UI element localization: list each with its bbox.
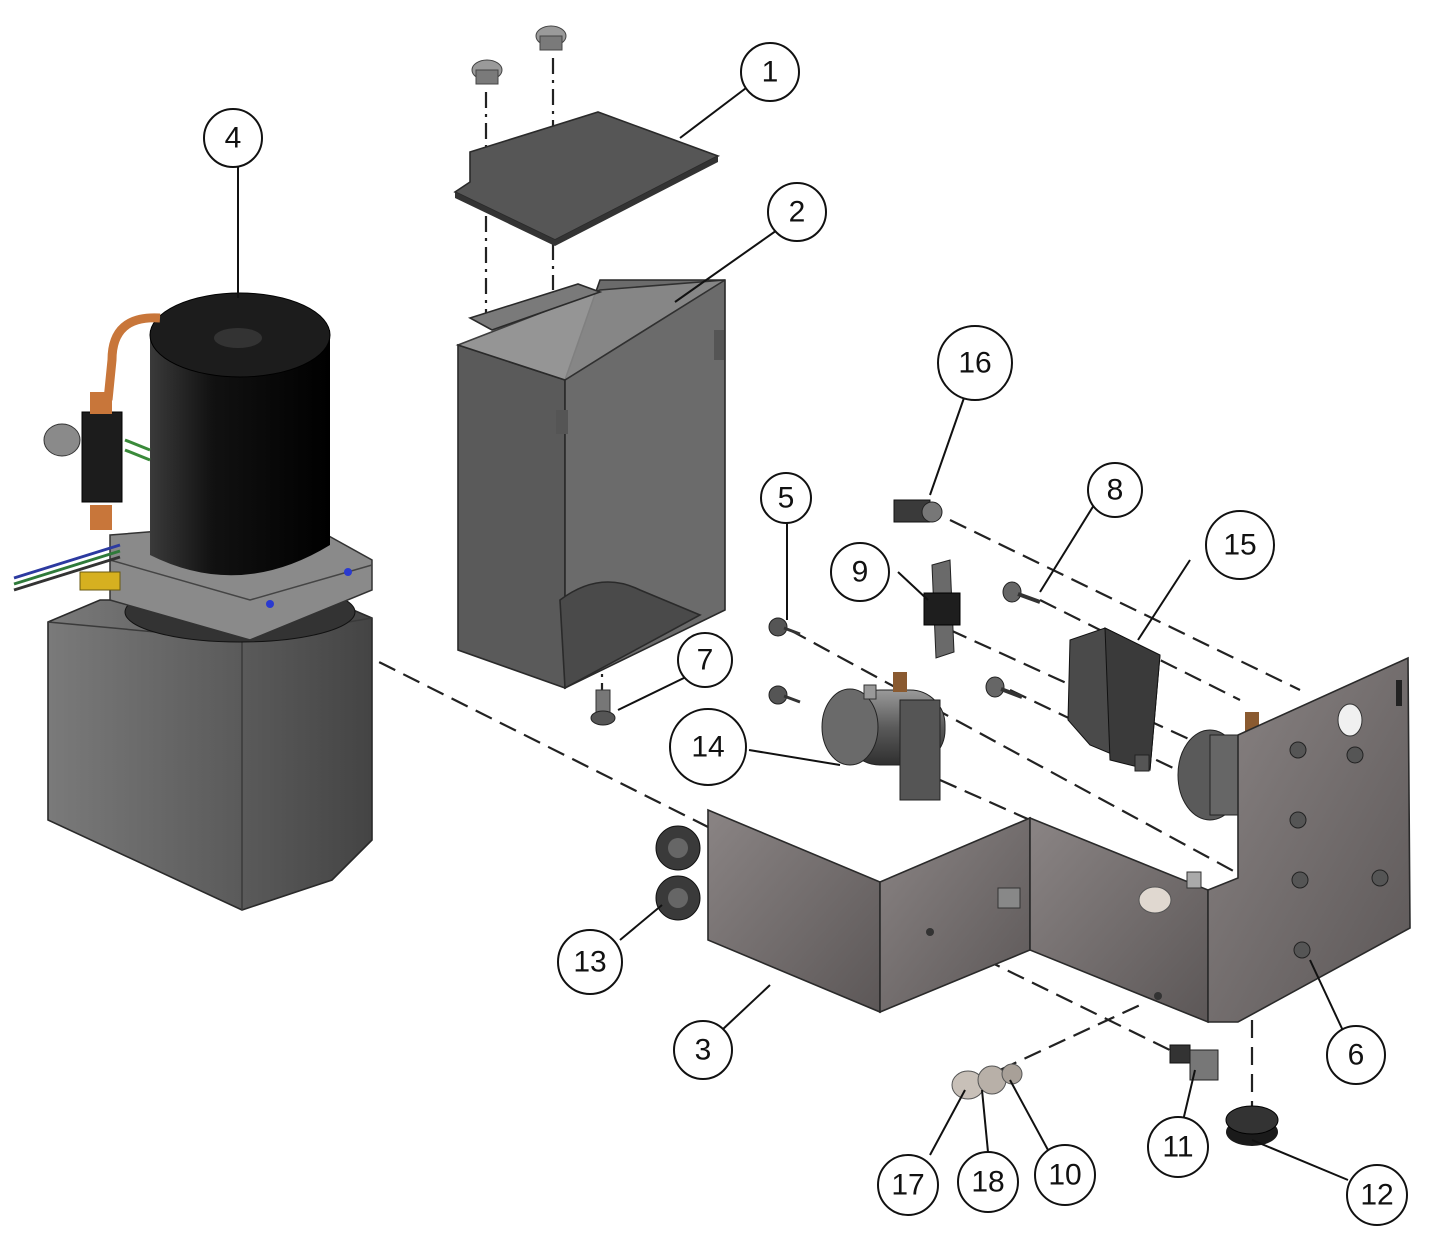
power-unit-assembly <box>13 292 373 911</box>
svg-text:4: 4 <box>225 122 242 155</box>
svg-text:17: 17 <box>891 1169 924 1202</box>
connector-16 <box>893 499 943 523</box>
svg-text:15: 15 <box>1223 529 1256 562</box>
svg-text:14: 14 <box>691 731 724 764</box>
callout-11: 11 <box>1147 1116 1209 1178</box>
svg-text:9: 9 <box>852 556 869 589</box>
callout-1: 1 <box>740 42 800 102</box>
callout-17: 17 <box>877 1154 939 1216</box>
callout-18: 18 <box>957 1151 1019 1213</box>
screw-7 <box>590 689 616 726</box>
callout-8: 8 <box>1087 462 1143 518</box>
svg-text:6: 6 <box>1348 1039 1365 1072</box>
callout-9: 9 <box>830 542 890 602</box>
cover-screw <box>471 25 567 85</box>
callout-15: 15 <box>1205 510 1275 580</box>
svg-text:7: 7 <box>697 644 714 677</box>
callout-4: 4 <box>203 108 263 168</box>
enclosure-shell <box>455 279 726 690</box>
circuit-breaker-15 <box>1067 627 1161 772</box>
svg-text:2: 2 <box>789 196 806 229</box>
svg-text:16: 16 <box>958 347 991 380</box>
callout-7: 7 <box>677 632 733 688</box>
svg-text:11: 11 <box>1162 1131 1193 1164</box>
svg-text:1: 1 <box>762 56 779 89</box>
leader-lines <box>237 84 1349 1181</box>
screw-5 <box>768 617 801 705</box>
svg-text:3: 3 <box>695 1034 712 1067</box>
screw-8 <box>985 581 1041 699</box>
callout-12: 12 <box>1346 1164 1408 1226</box>
mounting-bracket-3 <box>707 656 1411 1024</box>
svg-text:13: 13 <box>573 946 606 979</box>
callout-13: 13 <box>557 929 623 995</box>
svg-text:5: 5 <box>778 482 795 515</box>
solenoid-14 <box>821 672 946 801</box>
svg-text:18: 18 <box>971 1166 1004 1199</box>
callout-10: 10 <box>1034 1144 1096 1206</box>
solenoid-rear <box>1177 712 1259 821</box>
svg-text:10: 10 <box>1048 1159 1081 1192</box>
callout-5: 5 <box>760 472 812 524</box>
cover-plate <box>453 111 720 246</box>
callout-3: 3 <box>673 1020 733 1080</box>
callout-6: 6 <box>1326 1025 1386 1085</box>
stud-hardware <box>951 1063 1023 1100</box>
callouts: 1 2 3 4 5 6 7 8 9 10 11 12 13 14 15 16 1… <box>203 42 1408 1226</box>
svg-text:12: 12 <box>1360 1179 1393 1212</box>
callout-14: 14 <box>669 708 747 786</box>
fuse-holder-9 <box>923 559 961 659</box>
callout-2: 2 <box>767 182 827 242</box>
rubber-foot-12 <box>1225 1105 1279 1146</box>
grommet-13 <box>655 825 701 921</box>
callout-16: 16 <box>937 325 1013 401</box>
svg-text:8: 8 <box>1107 474 1124 507</box>
